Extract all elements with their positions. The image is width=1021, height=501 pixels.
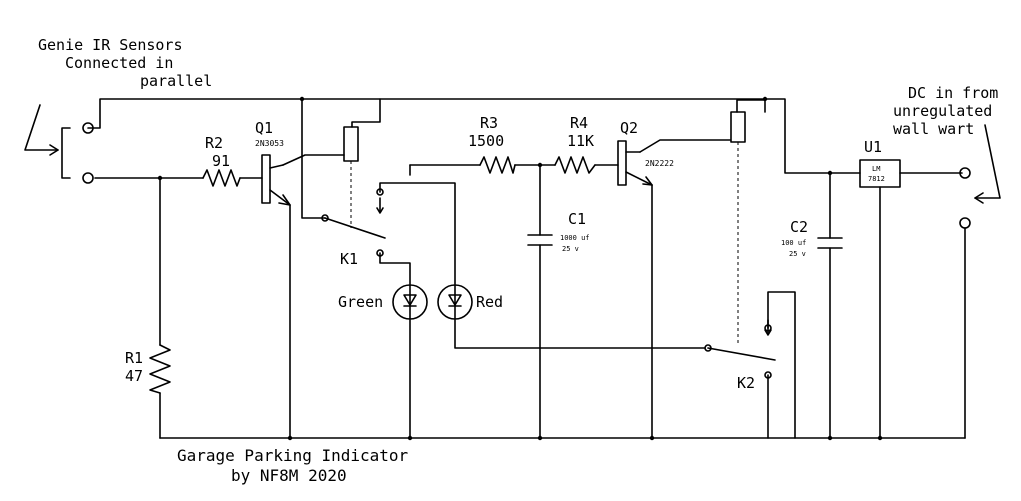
r3-ref: R3 [480,114,498,132]
r1-ref: R1 [125,349,143,367]
sensor-terminals [24,104,94,184]
footer-title: Garage Parking Indicator [177,446,409,465]
q2-ref: Q2 [620,119,638,137]
led-green [392,284,428,320]
footer-author: by NF8M 2020 [231,466,347,485]
dc-input-terminals [959,124,1001,229]
r3-value: 1500 [468,132,504,150]
c2-ref: C2 [790,218,808,236]
regulator-u1 [859,159,901,188]
note-sensors-line2: Connected in [65,54,173,72]
c1-value2: 25 v [562,245,579,253]
r2-value: 91 [212,152,230,170]
resistor-r3 [479,156,516,174]
capacitor-c2 [817,237,843,249]
k2-ref: K2 [737,374,755,392]
u1-part2: 7812 [868,175,885,183]
q2-part: 2N2222 [645,159,674,168]
k1-ref: K1 [340,250,358,268]
r4-ref: R4 [570,114,588,132]
note-dc-line2: unregulated [893,102,992,120]
c1-value1: 1000 uf [560,234,590,242]
resistor-r4 [554,156,596,174]
q1-part: 2N3053 [255,139,284,148]
relay-k2 [704,111,776,379]
u1-part1: LM [872,165,880,173]
led-red-label: Red [476,293,503,311]
resistor-r2 [202,169,241,187]
led-red [437,284,473,320]
note-sensors-line1: Genie IR Sensors [38,36,183,54]
transistor-q1 [261,154,291,206]
note-dc-line3: wall wart [893,120,974,138]
resistor-r1 [149,344,171,394]
junction-dots [157,96,883,441]
r2-ref: R2 [205,134,223,152]
r4-value: 11K [567,132,594,150]
capacitor-c1 [527,234,553,246]
u1-ref: U1 [864,138,882,156]
note-sensors-line3: parallel [140,72,212,90]
note-dc-line1: DC in from [908,84,998,102]
transistor-q2 [617,140,653,186]
q1-ref: Q1 [255,119,273,137]
c2-value2: 25 v [789,250,806,258]
r1-value: 47 [125,367,143,385]
c1-ref: C1 [568,210,586,228]
c2-value1: 100 uf [781,239,806,247]
wiring [87,98,966,439]
led-green-label: Green [338,293,383,311]
relay-k1 [321,126,386,257]
